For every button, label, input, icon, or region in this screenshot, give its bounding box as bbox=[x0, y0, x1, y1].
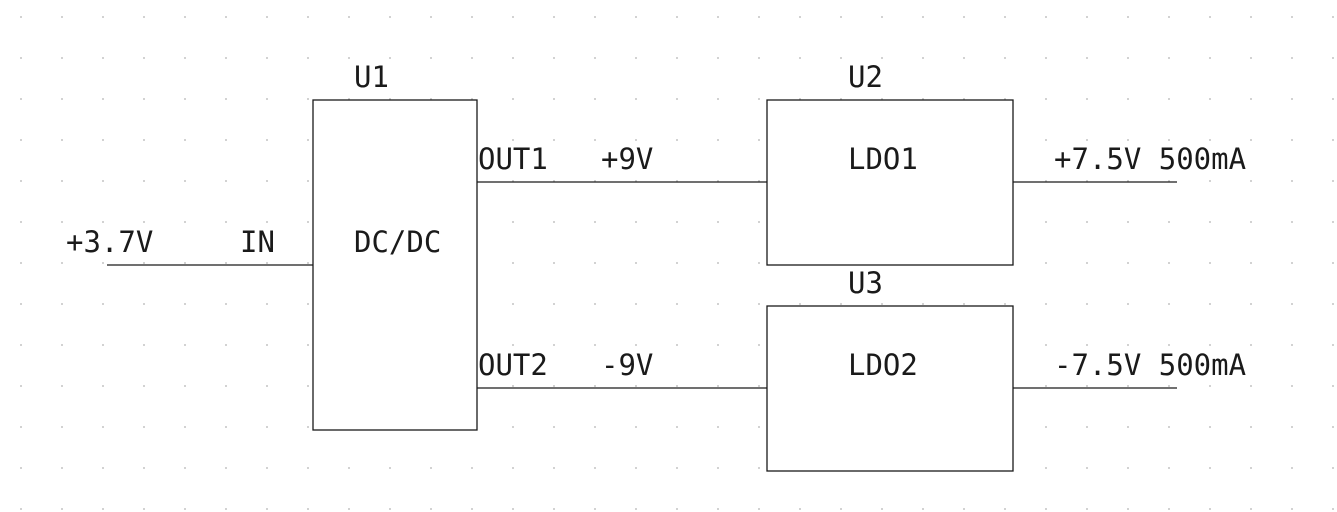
input-pin-label: IN bbox=[240, 225, 275, 259]
u1-out1-voltage-label: +9V bbox=[601, 142, 653, 176]
u1-name-label: DC/DC bbox=[354, 225, 441, 259]
input-voltage-label: +3.7V bbox=[66, 225, 153, 259]
u1-out2-pin-label: OUT2 bbox=[478, 348, 548, 382]
u3-output-label: -7.5V 500mA bbox=[1054, 348, 1246, 382]
u2-ref-label: U2 bbox=[848, 60, 883, 94]
u1-out1-pin-label: OUT1 bbox=[478, 142, 548, 176]
u1-out2-voltage-label: -9V bbox=[601, 348, 653, 382]
u2-block bbox=[766, 99, 1014, 266]
u1-ref-label: U1 bbox=[354, 60, 389, 94]
u3-name-label: LDO2 bbox=[848, 348, 918, 382]
u3-ref-label: U3 bbox=[848, 266, 883, 300]
u2-output-label: +7.5V 500mA bbox=[1054, 142, 1246, 176]
u2-name-label: LDO1 bbox=[848, 142, 918, 176]
u1-block bbox=[312, 99, 478, 431]
u3-block bbox=[766, 305, 1014, 472]
